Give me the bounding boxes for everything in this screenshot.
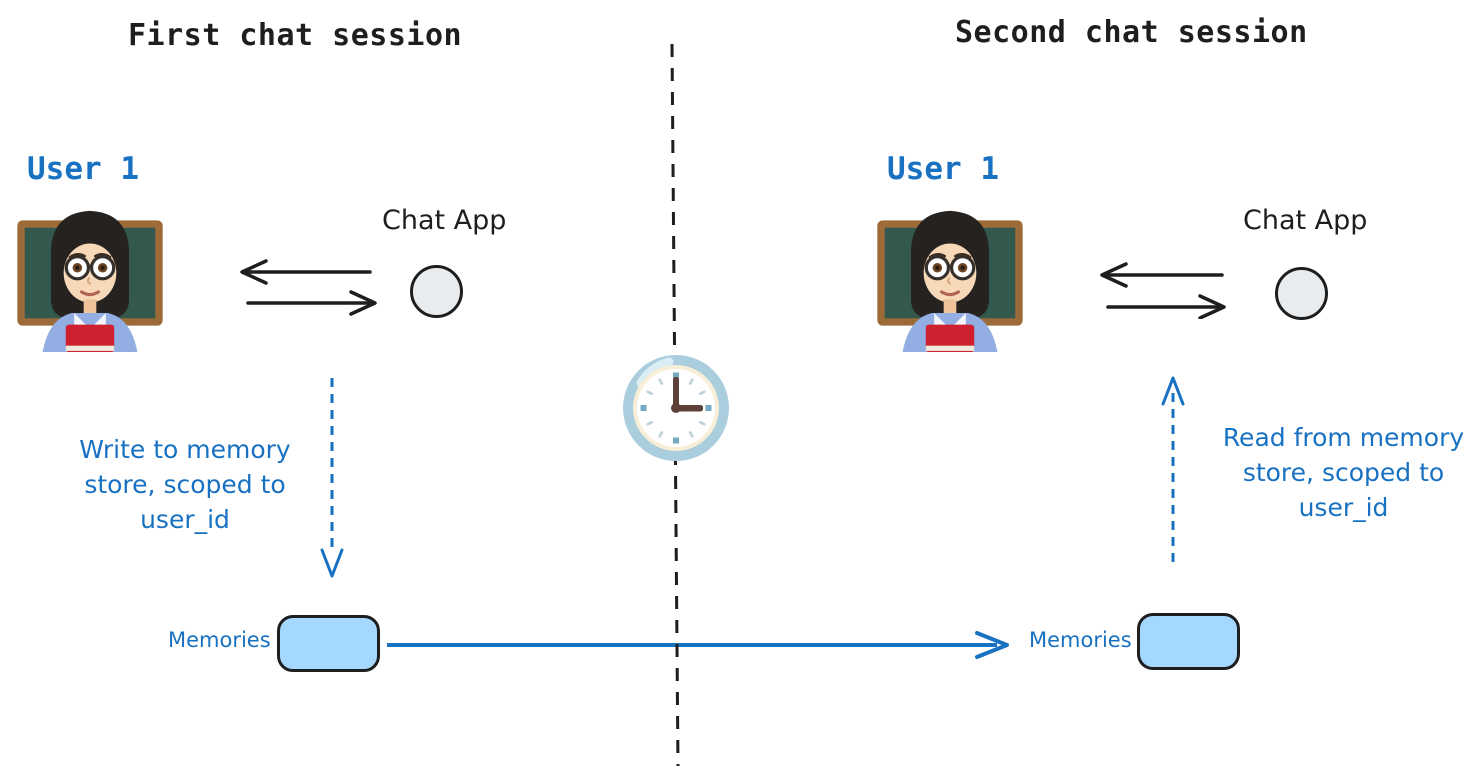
- left-chat-app-label: Chat App: [382, 205, 507, 236]
- left-app-to-user-arrow: [240, 259, 377, 316]
- right-chat-app-label: Chat App: [1243, 205, 1368, 236]
- left-memory-note: Write to memory store, scoped to user_id: [79, 435, 291, 534]
- write-to-memory-arrow: [320, 378, 344, 578]
- left-session-title: First chat session: [128, 18, 463, 53]
- woman-teacher-icon: [15, 209, 165, 352]
- right-memory-store-node: [1137, 613, 1240, 670]
- right-memories-label: Memories: [1029, 628, 1132, 652]
- left-memory-store-node: [277, 615, 380, 672]
- right-session-title: Second chat session: [955, 15, 1308, 50]
- left-user-label: User 1: [27, 151, 139, 187]
- right-app-to-user-arrow: [1100, 262, 1226, 319]
- memory-transfer-arrow: [387, 631, 1009, 659]
- left-chat-app-node: [410, 265, 463, 318]
- read-from-memory-arrow: [1161, 376, 1185, 562]
- right-chat-app-node: [1275, 267, 1328, 320]
- right-memory-note: Read from memory store, scoped to user_i…: [1222, 423, 1465, 522]
- woman-teacher-icon: [875, 209, 1025, 352]
- clock-icon: [621, 353, 731, 463]
- left-memories-label: Memories: [168, 628, 271, 652]
- right-user-label: User 1: [887, 151, 999, 187]
